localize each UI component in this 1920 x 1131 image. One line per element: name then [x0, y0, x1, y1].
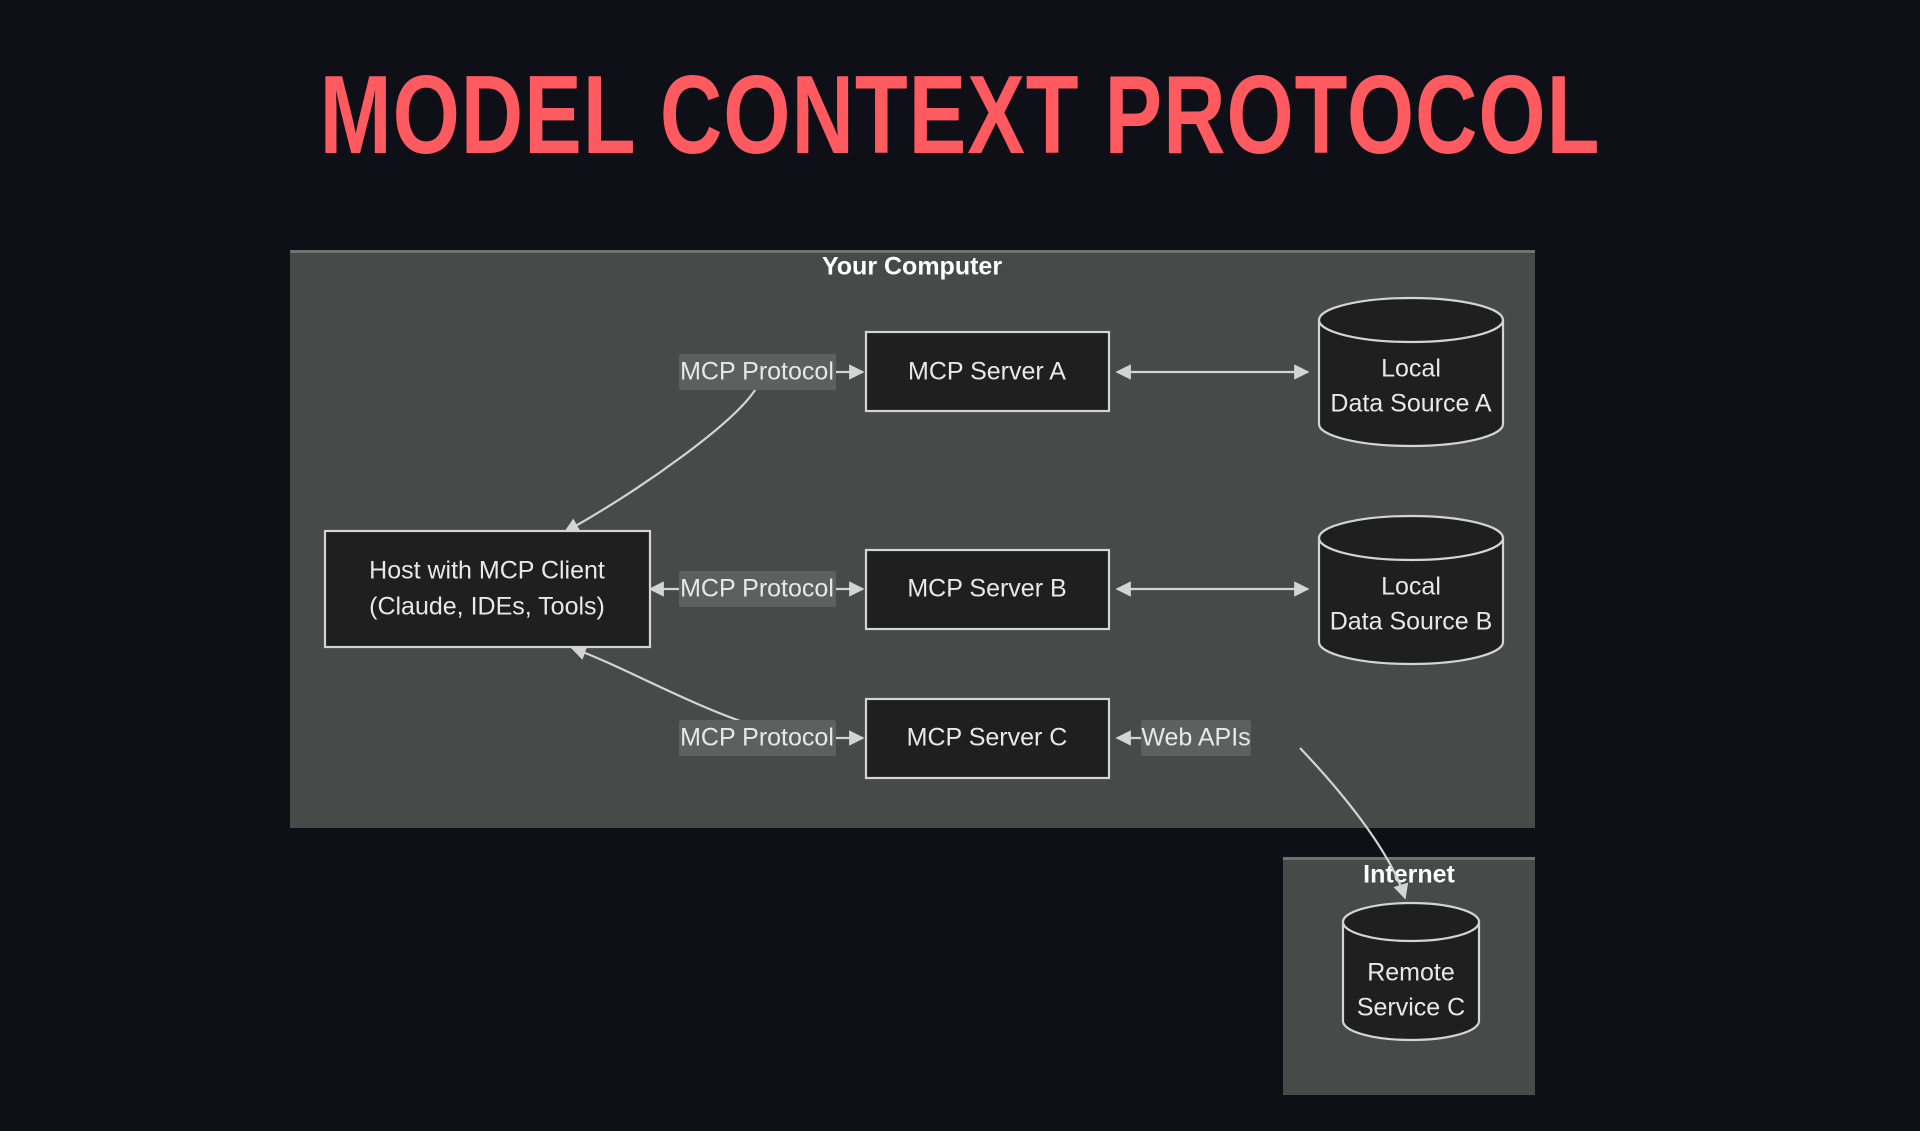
edge-curve-host-server-a: [563, 384, 759, 533]
node-server-a-label: MCP Server A: [908, 358, 1066, 386]
panel-your-computer-top-edge: [290, 250, 1535, 253]
node-host-label-line1: Host with MCP Client: [369, 557, 605, 585]
node-remote-service-c-top: [1341, 901, 1481, 943]
node-host-label-line2: (Claude, IDEs, Tools): [369, 593, 605, 621]
node-data-source-a-body[interactable]: [1317, 318, 1505, 448]
node-mcp-server-c[interactable]: MCP Server C: [864, 697, 1111, 780]
node-server-b-box[interactable]: [864, 548, 1111, 631]
node-data-source-b-top: [1317, 514, 1505, 562]
edge-host-to-server-c: [570, 645, 865, 746]
node-data-source-a-top: [1317, 296, 1505, 344]
node-server-b-label: MCP Server B: [907, 575, 1066, 603]
node-data-source-b-body[interactable]: [1317, 536, 1505, 666]
edge-label-web-apis: Web APIs: [1141, 720, 1251, 756]
node-mcp-server-b[interactable]: MCP Server B: [864, 548, 1111, 631]
node-local-data-source-a[interactable]: Local Data Source A: [1317, 296, 1505, 448]
node-remote-service-c[interactable]: Remote Service C: [1341, 901, 1481, 1042]
panel-internet: Internet: [1283, 857, 1535, 1095]
node-mcp-server-a[interactable]: MCP Server A: [864, 330, 1111, 413]
edge-label-mcp-protocol-b-bg: [679, 571, 836, 607]
node-host-box[interactable]: [323, 529, 652, 649]
edge-curve-webapis-remote-c: [1299, 747, 1409, 900]
edge-label-mcp-protocol-c: MCP Protocol: [679, 720, 836, 756]
node-data-source-b-label-line1: Local: [1381, 573, 1441, 601]
edge-label-mcp-protocol-c-text: MCP Protocol: [680, 724, 834, 752]
edge-web-apis-to-remote-service-c: [1299, 747, 1409, 900]
panel-internet-label: Internet: [1363, 861, 1455, 889]
edge-label-mcp-protocol-a-bg: [679, 354, 836, 390]
node-data-source-a-label-line1: Local: [1381, 355, 1441, 383]
page-title: MODEL CONTEXT PROTOCOL: [319, 52, 1601, 177]
edge-label-mcp-protocol-c-bg: [679, 720, 836, 756]
edge-label-mcp-protocol-a-text: MCP Protocol: [680, 358, 834, 386]
edge-label-mcp-protocol-b-text: MCP Protocol: [680, 575, 834, 603]
node-remote-service-c-label-line1: Remote: [1367, 959, 1455, 987]
node-local-data-source-b[interactable]: Local Data Source B: [1317, 514, 1505, 666]
node-remote-service-c-body[interactable]: [1341, 920, 1481, 1042]
panel-internet-top-edge: [1283, 857, 1535, 860]
node-server-a-box[interactable]: [864, 330, 1111, 413]
edge-label-web-apis-bg: [1141, 720, 1251, 756]
node-remote-service-c-label-line2: Service C: [1357, 994, 1465, 1022]
edge-label-web-apis-text: Web APIs: [1141, 724, 1250, 752]
node-host-with-mcp-client[interactable]: Host with MCP Client (Claude, IDEs, Tool…: [323, 529, 652, 649]
node-server-c-label: MCP Server C: [907, 724, 1068, 752]
node-data-source-a-label-line2: Data Source A: [1330, 390, 1492, 418]
edge-curve-host-server-c: [570, 645, 753, 727]
edge-host-to-server-a: [563, 364, 865, 533]
node-server-c-box[interactable]: [864, 697, 1111, 780]
edge-label-mcp-protocol-b: MCP Protocol: [679, 571, 836, 607]
panel-your-computer-label: Your Computer: [822, 253, 1002, 281]
edge-label-mcp-protocol-a: MCP Protocol: [679, 354, 836, 390]
node-data-source-b-label-line2: Data Source B: [1330, 608, 1493, 636]
